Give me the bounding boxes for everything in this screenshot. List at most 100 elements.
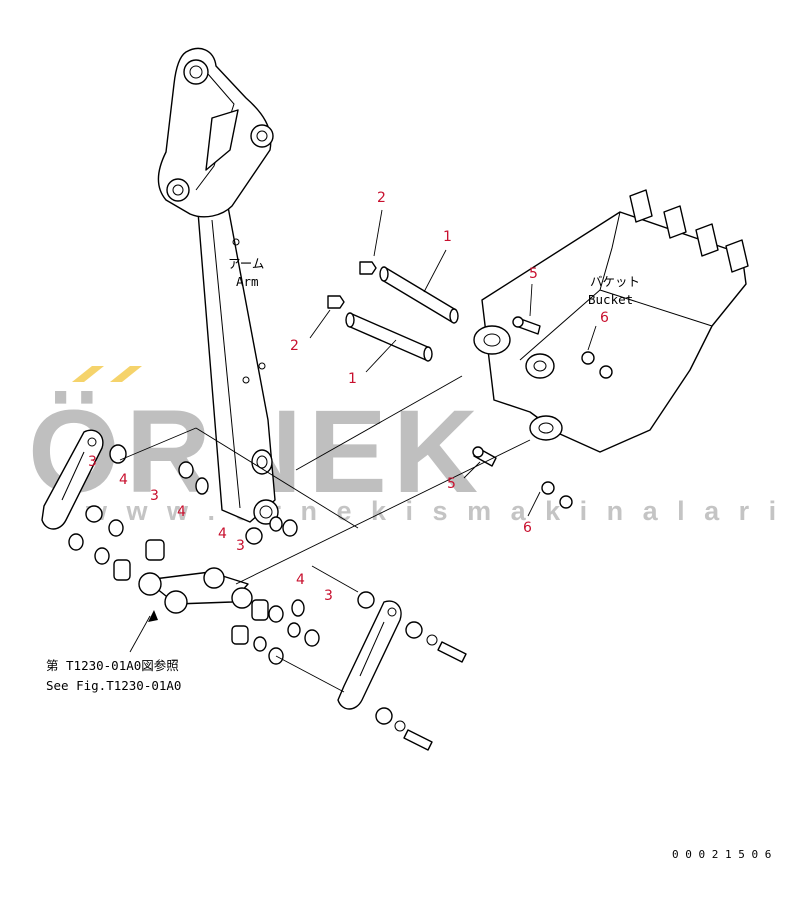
watermark-umlaut-right [110,366,142,382]
side-link-right-slot [359,621,385,677]
callouts: 1 1 2 2 5 5 6 6 3 3 3 3 4 4 4 4 [88,190,609,604]
arm-pin-hole-low [172,184,184,196]
washer [68,533,84,551]
callout-4: 4 [119,472,128,488]
callout-6: 6 [523,520,532,536]
callout-3: 3 [236,538,245,554]
pin-upper-head [379,266,389,282]
pin-lower [347,313,431,361]
shim [291,599,305,617]
bushing [94,547,110,565]
arm: アーム Arm [157,47,279,525]
side-link-right-hole [387,607,397,617]
callout-4: 4 [177,504,186,520]
grease-fitting-lower [327,295,345,309]
bucket-boss-mid-hole [533,360,547,372]
leader [119,427,197,461]
leader [365,339,397,373]
h-link-boss [203,567,225,589]
bucket-tooth [725,239,749,273]
nut-6 [599,365,613,379]
leader [463,461,481,479]
leader-lines [119,209,597,693]
bucket-label-en: Bucket [588,292,633,307]
leader [295,375,463,471]
washer [375,707,393,725]
leader [235,439,531,585]
figure-code: 0 0 0 2 1 5 0 6 [672,848,771,861]
link-bolt [403,729,433,751]
arm-pin-hole-mid [256,130,268,142]
washer [108,519,124,537]
callout-2: 2 [290,338,299,354]
grease-fittings [327,261,377,309]
bucket-fold [519,289,601,361]
washer [304,629,320,647]
bucket-label-jp: バケット [590,274,640,289]
h-link-boss [164,590,188,614]
arm-pin-hole-top [189,65,203,79]
washer [253,636,267,652]
leader [309,309,331,339]
bucket-body [481,211,747,453]
watermark-umlaut-left [72,366,104,382]
shim [195,477,209,495]
arm-edge-line [211,219,241,509]
callout-3: 3 [88,454,97,470]
washer [357,591,375,609]
callout-5: 5 [447,476,456,492]
washer [109,444,127,464]
bucket: バケット Bucket [473,189,749,453]
leader [423,249,447,293]
reference-label-jp: 第 T1230-01A0図参照 [46,658,179,673]
arm-label-en: Arm [236,274,259,289]
bushing [113,559,131,581]
callout-4: 4 [218,526,227,542]
bushing [231,625,249,645]
washer [394,720,406,732]
link-bolt [437,641,467,663]
washer [405,621,423,639]
arm-boss-upper [251,449,273,475]
bucket-boss-upper [473,325,511,355]
pin-upper-tail [449,308,459,324]
bucket-boss-lower [529,415,563,441]
arm-boss-upper-hole [256,455,268,469]
washer [178,461,194,479]
pin-lower-tail [423,346,433,362]
arm-pin-boss-mid [250,124,274,148]
arm-grease-nipple [258,362,266,370]
leader [311,565,359,593]
arrowhead [148,610,158,622]
bucket-edge [599,211,713,327]
leader [275,655,345,693]
callout-1: 1 [348,371,357,387]
grease-fitting-upper [359,261,377,275]
bucket-bolts [472,316,613,509]
shim [269,516,283,532]
nut-6 [581,351,595,365]
arm-grease-nipple [242,376,250,384]
nut-6 [541,481,555,495]
nut-6 [559,495,573,509]
side-link-left-hole [87,437,97,447]
arm-label-jp: アーム [228,256,264,271]
arm-grease-nipple [232,238,240,246]
h-link-boss [231,587,253,609]
arm-pin-boss-low [166,178,190,202]
callout-3: 3 [150,488,159,504]
leader [195,427,359,529]
bucket-tooth [695,223,719,257]
leader [527,491,541,517]
bucket-boss-lower-hole [538,422,554,434]
washer [245,527,263,545]
callout-1: 1 [443,229,452,245]
callout-6: 6 [600,310,609,326]
side-link-left [41,429,104,530]
shim [287,622,301,638]
arm-bracket-slot [205,109,239,171]
h-link-boss [138,572,162,596]
bucket-pins [345,266,459,362]
bucket-tooth [663,205,687,239]
callout-2: 2 [377,190,386,206]
